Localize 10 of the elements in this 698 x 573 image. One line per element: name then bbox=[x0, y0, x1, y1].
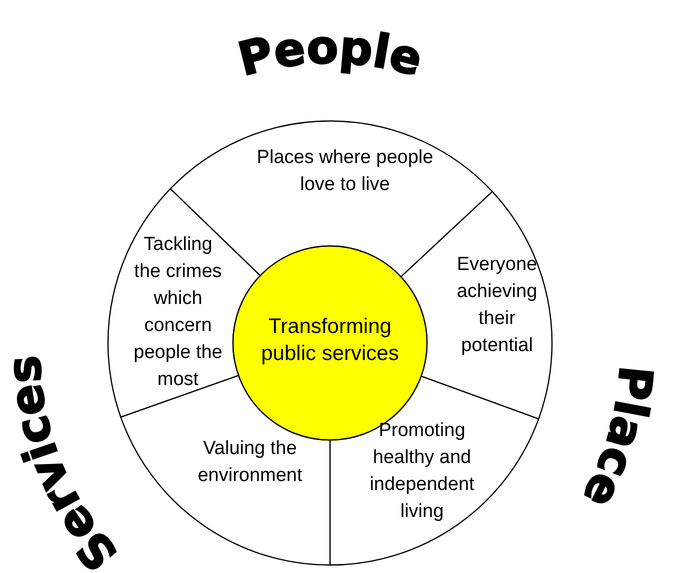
wheel-segment bbox=[120, 374, 331, 566]
segment-text: Everyone achieving their potential bbox=[456, 253, 538, 358]
segment-text: Valuing the environment bbox=[196, 437, 304, 488]
curved-heading: People bbox=[232, 20, 428, 87]
segment-text: Promoting healthy and independent living bbox=[368, 419, 476, 524]
segment-text: Places where people love to live bbox=[256, 146, 434, 197]
center-text: Transforming public services bbox=[260, 314, 400, 367]
wheel-segment bbox=[400, 191, 553, 420]
segment-text: Tackling the crimes which concern people the most bbox=[132, 233, 224, 392]
wheel-segment bbox=[329, 376, 540, 566]
